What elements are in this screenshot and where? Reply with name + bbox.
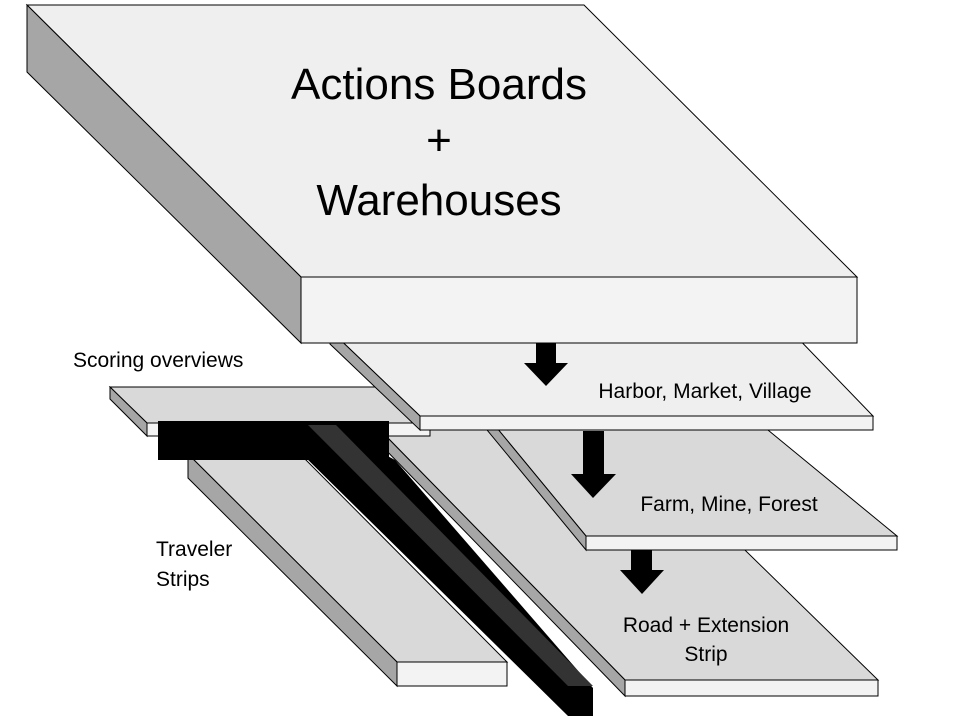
road-board-front-face: [624, 679, 879, 697]
actions-boards-warehouses-board: [25, 3, 859, 345]
main-board-title-line1: Actions Boards: [291, 60, 587, 109]
down-arrow-icon: [571, 431, 616, 498]
road-board-label-line2: Strip: [684, 643, 727, 666]
road-extension-board: [378, 428, 880, 698]
traveler-strips-label-line2: Strips: [156, 568, 210, 591]
down-arrow-icon: [620, 550, 664, 594]
traveler-strip-black: [158, 421, 593, 716]
down-arrow-icon: [524, 343, 568, 386]
main-board-title-line2: +: [426, 116, 452, 165]
road-board-label-line1: Road + Extension: [623, 614, 789, 637]
main-board-title-line3: Warehouses: [316, 176, 561, 225]
scoring-overviews-label: Scoring overviews: [73, 349, 243, 372]
main-board-front-face: [300, 276, 858, 344]
traveler-strip-front-face: [396, 661, 508, 687]
harbor-market-village-board: [328, 328, 875, 432]
traveler-strips-label-line1: Traveler: [156, 538, 232, 561]
black-strip-stem-top: [308, 425, 593, 686]
harbor-board-label: Harbor, Market, Village: [598, 380, 811, 403]
farm-board-front-face: [585, 535, 898, 551]
black-strip-stem: [300, 425, 593, 716]
harbor-board-front-face: [419, 415, 874, 431]
farm-board-label: Farm, Mine, Forest: [640, 493, 818, 516]
traveler-strip-grey: [186, 452, 509, 688]
